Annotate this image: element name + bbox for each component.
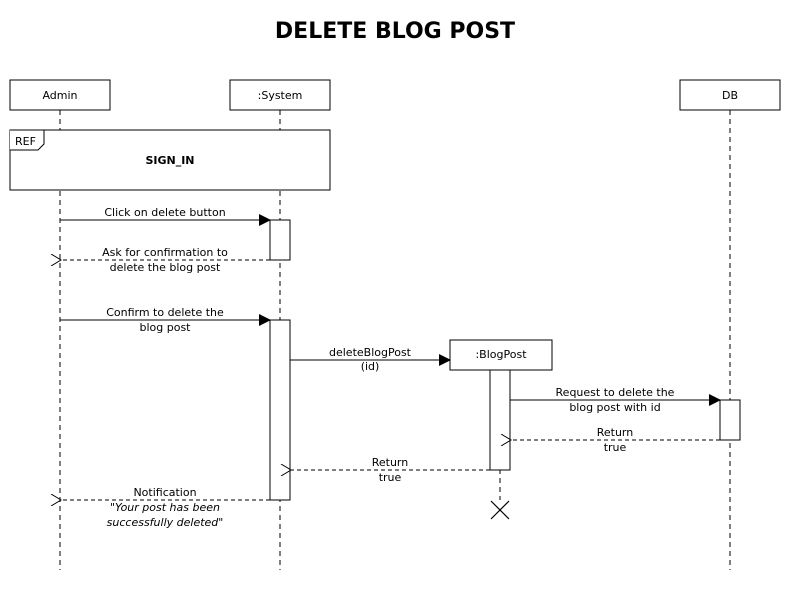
system-activation-1 [269,219,291,261]
message-delete-blogpost-line1: deleteBlogPost [329,346,412,359]
db-activation [719,399,741,441]
participant-system: :System [229,79,331,111]
participant-admin-label: Admin [42,89,77,102]
message-db-return-line1: Return [597,426,634,439]
system-activation-2 [269,319,291,501]
participant-db: DB [679,79,781,111]
message-request-delete-line2: blog post with id [569,401,660,414]
message-notification-line1: Notification [133,486,196,499]
blogpost-destroy-icon [490,500,510,520]
message-request-delete-line1: Request to delete the [556,386,675,399]
message-confirm-delete-line1: Confirm to delete the [106,306,224,319]
ref-frame-tag-box [10,129,45,151]
blogpost-activation [489,369,511,471]
ref-frame-label: SIGN_IN [145,154,194,167]
participant-system-label: :System [258,89,303,102]
diagram-title: DELETE BLOG POST [275,19,515,44]
message-click-delete-label: Click on delete button [104,206,225,219]
message-blogpost-return-line2: true [379,471,402,484]
message-notification-line2: "Your post has been [110,501,220,514]
message-blogpost-return-line1: Return [372,456,409,469]
message-db-return-line2: true [604,441,627,454]
participant-blogpost: :BlogPost [449,339,553,371]
message-ask-confirmation-line1: Ask for confirmation to [102,246,228,259]
message-confirm-delete-line2: blog post [139,321,191,334]
ref-frame-tag: REF [15,135,36,148]
message-ask-confirmation-line2: delete the blog post [110,261,221,274]
participant-blogpost-label: :BlogPost [475,348,527,361]
message-notification-line3: successfully deleted" [107,516,224,529]
message-delete-blogpost-line2: (id) [361,360,380,373]
participant-db-label: DB [722,89,738,102]
ref-frame: REF SIGN_IN [9,129,331,191]
participant-admin: Admin [9,79,111,111]
